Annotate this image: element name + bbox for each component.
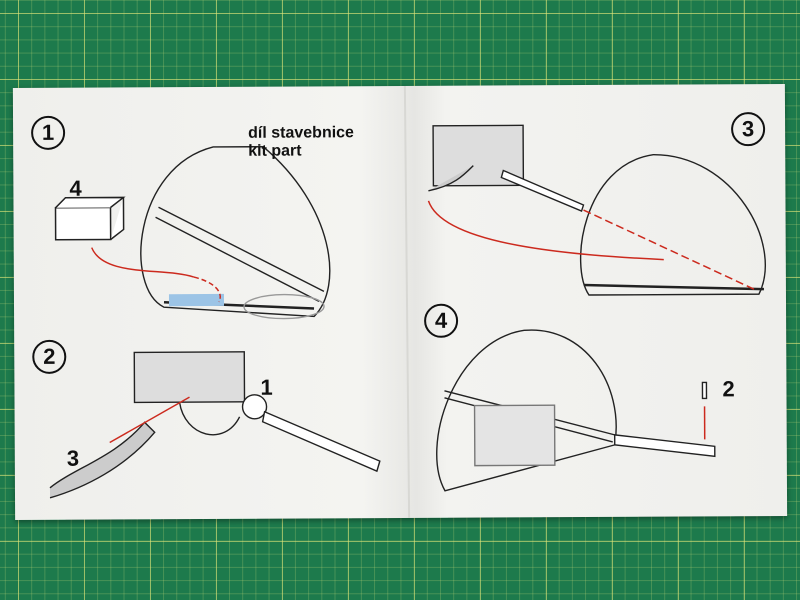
canopy-drawing-3 [428,124,766,296]
kit-part-cz: díl stavebnice [248,124,354,142]
step-4-badge: 4 [424,303,459,338]
fold-line [403,85,411,518]
part-number-2: 2 [722,376,735,402]
part-number-4: 4 [69,175,82,201]
arrow-3 [427,200,664,261]
highlight-area [168,293,225,307]
assembly-drawings [49,85,766,518]
machine-gun-drawing-2 [49,351,381,499]
arrow-1 [91,247,195,278]
step-3-badge: 3 [731,112,766,147]
arrow-2 [109,396,190,444]
canopy-drawing-4 [436,329,716,492]
part-number-1: 1 [260,374,273,400]
part-number-3: 3 [66,445,80,471]
kit-part-en: kit part [248,142,302,160]
step-2-badge: 2 [32,339,67,374]
instruction-sheet: 1 2 3 4 díl stavebnice kit part 4 1 3 2 [12,83,788,521]
canopy-drawing-1 [140,146,331,320]
kit-part-label: díl stavebnice kit part [248,124,354,161]
step-1-badge: 1 [31,115,66,150]
part-box [54,196,126,241]
